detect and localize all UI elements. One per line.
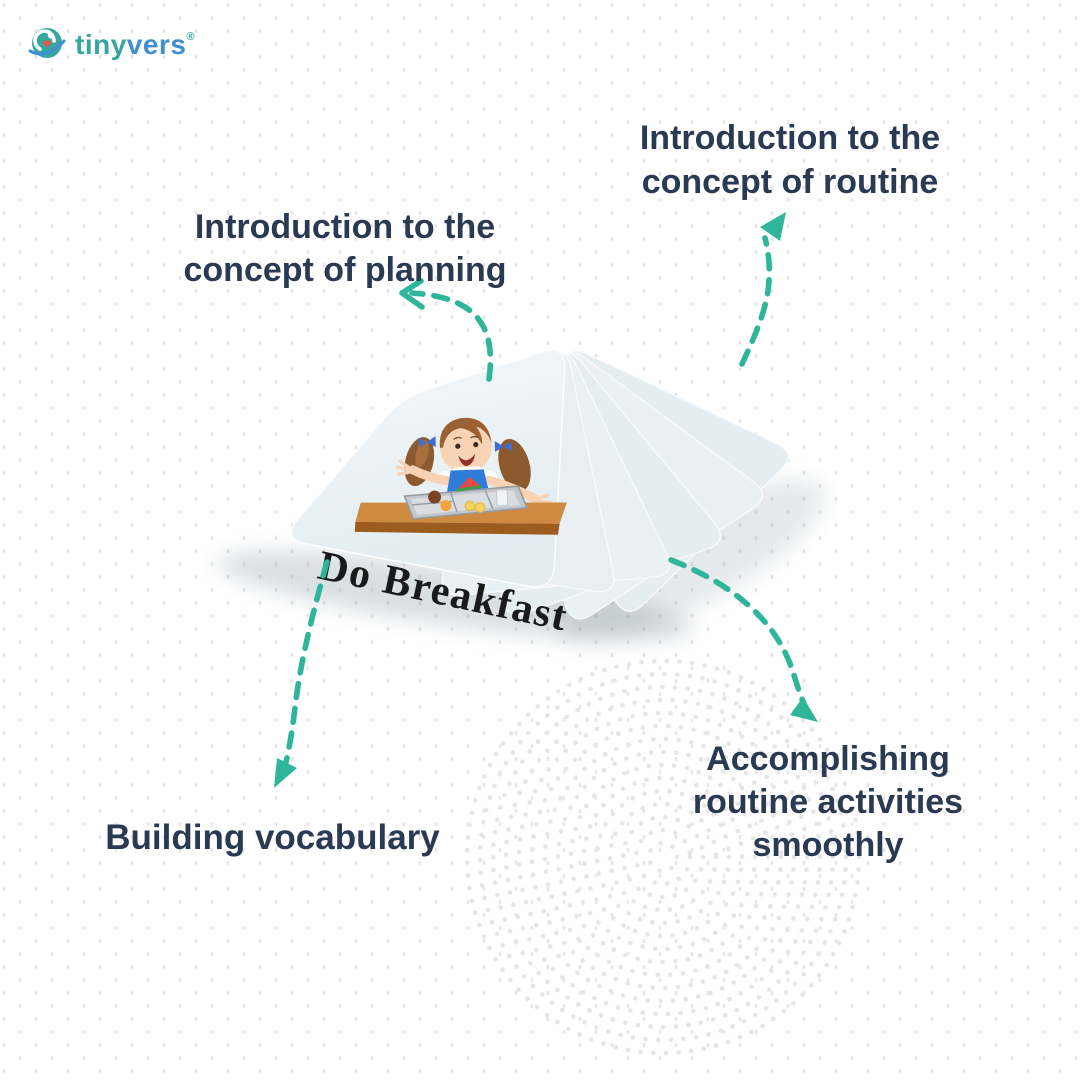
arrow-to-routine-icon bbox=[739, 212, 786, 367]
milk-glass bbox=[495, 488, 509, 507]
right-hair-bow bbox=[494, 440, 512, 452]
egg bbox=[464, 500, 476, 512]
arrow-to-vocabulary-icon bbox=[274, 559, 330, 788]
label-line: routine activities bbox=[692, 783, 964, 821]
label-accomplishing-activities: Accomplishing routine activities smoothl… bbox=[652, 738, 1004, 867]
smiling-mouth bbox=[458, 453, 476, 466]
brand-logo-text-secondary: vers bbox=[126, 29, 187, 60]
arrow-to-accomplishing-icon bbox=[668, 557, 818, 722]
label-building-vocabulary: Building vocabulary bbox=[90, 816, 455, 860]
label-concept-of-routine: Introduction to the concept of routine bbox=[615, 116, 965, 204]
girl-left-arm bbox=[408, 465, 452, 486]
label-line: concept of routine bbox=[641, 163, 939, 201]
hair-highlight bbox=[415, 439, 429, 468]
left-hand bbox=[395, 459, 413, 477]
muffin bbox=[428, 490, 442, 504]
label-line: Accomplishing bbox=[706, 740, 950, 778]
label-line: Introduction to the bbox=[194, 208, 496, 246]
egg bbox=[474, 502, 486, 513]
label-line: Introduction to the bbox=[639, 119, 941, 157]
left-eye bbox=[455, 443, 461, 449]
girl-hair bbox=[439, 417, 492, 448]
label-line: smoothly bbox=[752, 826, 904, 864]
right-eye bbox=[473, 442, 479, 448]
brand-logo-text-primary: tiny bbox=[75, 29, 127, 60]
label-line: concept of planning bbox=[183, 251, 507, 289]
brand-logo-wordmark: tinyvers® bbox=[75, 31, 195, 59]
eyebrows bbox=[453, 435, 479, 440]
label-line: Building vocabulary bbox=[105, 818, 440, 857]
watermelon-rind bbox=[456, 485, 482, 492]
arrow-to-planning-icon bbox=[399, 278, 494, 382]
orange bbox=[440, 500, 452, 512]
girl-right-pigtail bbox=[498, 438, 531, 492]
tray-inner bbox=[410, 490, 520, 515]
label-concept-of-planning: Introduction to the concept of planning bbox=[158, 206, 532, 292]
left-hair-bow bbox=[418, 436, 436, 448]
dotted-swirl-pattern bbox=[464, 658, 862, 1056]
brand-logo-icon bbox=[28, 28, 66, 58]
table-edge bbox=[354, 521, 560, 535]
registered-mark: ® bbox=[186, 31, 196, 43]
brand-logo: tinyvers® bbox=[26, 24, 195, 66]
breakfast-illustration bbox=[354, 417, 567, 535]
